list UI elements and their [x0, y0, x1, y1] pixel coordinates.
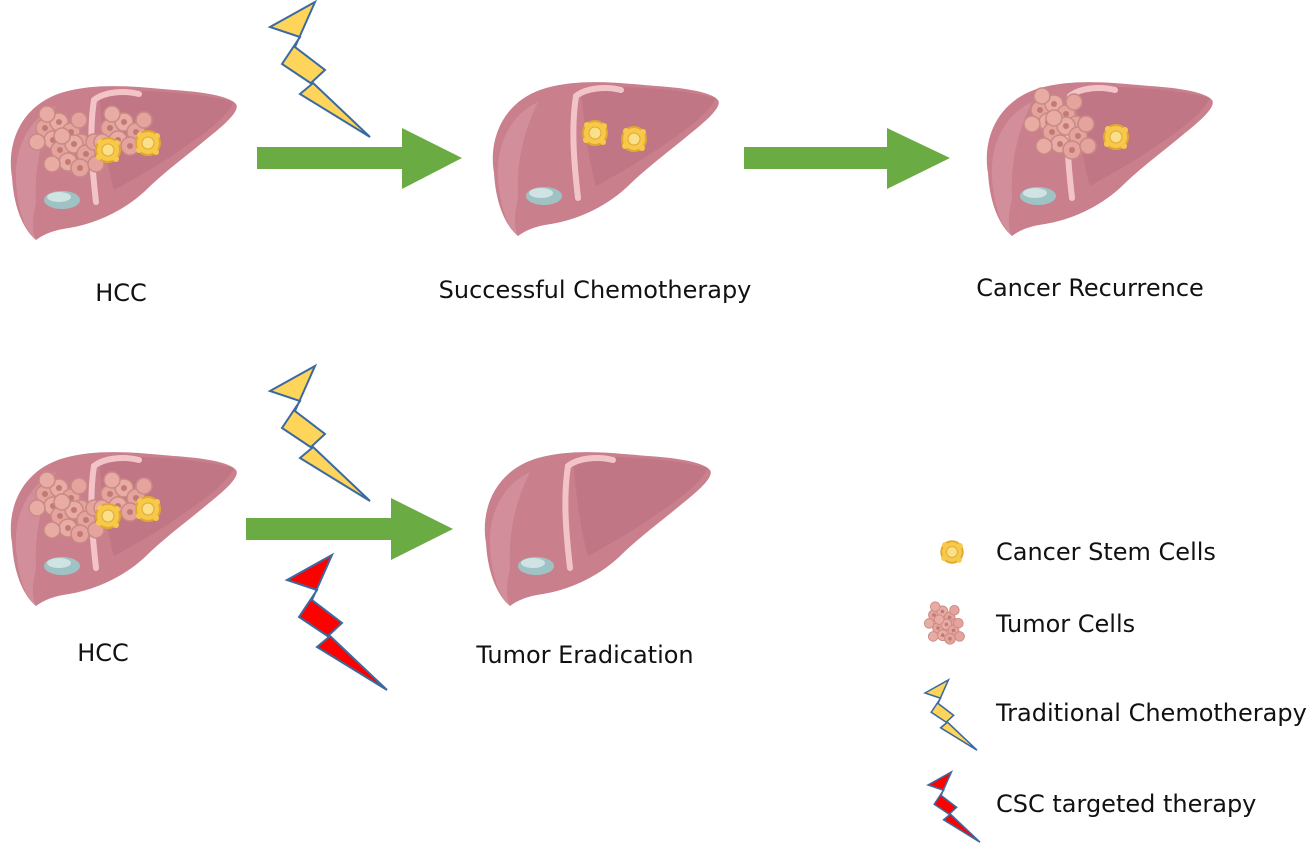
row1-hcc-label: HCC	[95, 279, 147, 307]
row1-cancer-recurrence-label: Cancer Recurrence	[976, 274, 1204, 302]
row2-eradication-liver	[485, 452, 711, 606]
row1-recurrence-liver	[987, 82, 1213, 236]
row2-hcc-liver	[11, 452, 237, 606]
cancer-stem-cell-icon	[1103, 124, 1129, 150]
row2-tumor-eradication-label: Tumor Eradication	[476, 641, 694, 669]
legend-traditional-chemotherapy-label: Traditional Chemotherapy	[996, 699, 1307, 727]
legend	[923, 540, 981, 843]
yellow-lightning-icon	[269, 1, 371, 138]
red-lightning-icon	[927, 771, 981, 843]
arrow-hcc-to-eradication	[246, 498, 453, 560]
cancer-stem-cell-icon	[940, 540, 964, 564]
red-lightning-icon	[286, 554, 388, 691]
yellow-lightning-icon	[924, 679, 978, 751]
arrow-hcc-to-chemo	[257, 128, 462, 189]
row2-hcc-label: HCC	[77, 639, 129, 667]
legend-csc-targeted-therapy-label: CSC targeted therapy	[996, 790, 1257, 818]
legend-cancer-stem-cells-label: Cancer Stem Cells	[996, 538, 1216, 566]
row1-successful-chemotherapy-label: Successful Chemotherapy	[438, 276, 752, 304]
row1-hcc-liver	[11, 86, 237, 240]
legend-tumor-cells-label: Tumor Cells	[996, 610, 1136, 638]
tumor-cells-icon	[923, 601, 965, 645]
row1-chemo-liver	[493, 82, 719, 236]
arrow-chemo-to-recurrence	[744, 128, 950, 189]
yellow-lightning-icon	[269, 365, 371, 502]
